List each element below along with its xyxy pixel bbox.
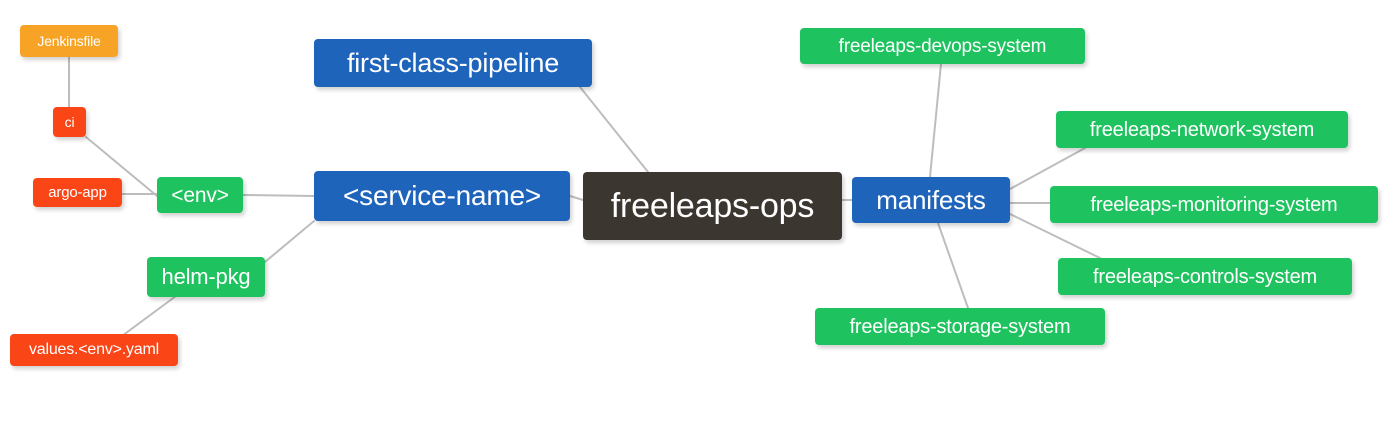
mindmap-node-label: values.<env>.yaml bbox=[28, 341, 159, 358]
mindmap-edge-service-name-to-helm-pkg bbox=[264, 220, 315, 263]
mindmap-node-freeleaps-storage-system[interactable]: freeleaps-storage-system bbox=[815, 308, 1105, 345]
mindmap-node-label: first-class-pipeline bbox=[346, 47, 560, 78]
mindmap-edge-first-class-pipeline-to-freeleaps-ops bbox=[579, 86, 649, 173]
mindmap-node-values-yaml[interactable]: values.<env>.yaml bbox=[10, 334, 178, 366]
mindmap-edge-service-name-to-freeleaps-ops bbox=[569, 195, 584, 201]
mindmap-node-label: manifests bbox=[876, 185, 986, 215]
mindmap-node-label: argo-app bbox=[48, 184, 107, 201]
mindmap-node-label: freeleaps-storage-system bbox=[849, 315, 1071, 338]
mindmap-node-label: freeleaps-network-system bbox=[1089, 118, 1315, 141]
mindmap-node-freeleaps-monitoring-system[interactable]: freeleaps-monitoring-system bbox=[1050, 186, 1378, 223]
mindmap-node-label: helm-pkg bbox=[161, 264, 251, 289]
mindmap-node-freeleaps-devops-system[interactable]: freeleaps-devops-system bbox=[800, 28, 1085, 64]
mindmap-edge-manifests-to-freeleaps-network-system bbox=[1009, 147, 1086, 190]
mindmap-node-label: <env> bbox=[171, 183, 229, 207]
mindmap-node-label: freeleaps-monitoring-system bbox=[1090, 193, 1338, 216]
mindmap-node-jenkinsfile[interactable]: Jenkinsfile bbox=[20, 25, 118, 57]
mindmap-edge-manifests-to-freeleaps-storage-system bbox=[937, 222, 969, 309]
mindmap-node-env[interactable]: <env> bbox=[157, 177, 243, 213]
mindmap-node-freeleaps-ops[interactable]: freeleaps-ops bbox=[583, 172, 842, 240]
mindmap-node-freeleaps-controls-system[interactable]: freeleaps-controls-system bbox=[1058, 258, 1352, 295]
mindmap-edge-helm-pkg-to-values-yaml bbox=[121, 295, 177, 337]
mindmap-node-freeleaps-network-system[interactable]: freeleaps-network-system bbox=[1056, 111, 1348, 148]
mindmap-node-helm-pkg[interactable]: helm-pkg bbox=[147, 257, 265, 297]
mindmap-node-manifests[interactable]: manifests bbox=[852, 177, 1010, 223]
mindmap-node-label: Jenkinsfile bbox=[37, 33, 101, 49]
mindmap-node-service-name[interactable]: <service-name> bbox=[314, 171, 570, 221]
mindmap-edge-manifests-to-freeleaps-devops-system bbox=[929, 63, 942, 178]
mindmap-node-label: freeleaps-controls-system bbox=[1093, 265, 1317, 288]
mindmap-node-label: <service-name> bbox=[343, 180, 541, 211]
mindmap-node-argo-app[interactable]: argo-app bbox=[33, 178, 122, 207]
mindmap-edge-env-to-service-name bbox=[242, 194, 315, 197]
mindmap-node-first-class-pipeline[interactable]: first-class-pipeline bbox=[314, 39, 592, 87]
mindmap-node-ci[interactable]: ci bbox=[53, 107, 86, 137]
mindmap-node-label: freeleaps-ops bbox=[610, 187, 815, 225]
mindmap-node-label: ci bbox=[64, 114, 75, 130]
mindmap-node-label: freeleaps-devops-system bbox=[838, 35, 1047, 57]
